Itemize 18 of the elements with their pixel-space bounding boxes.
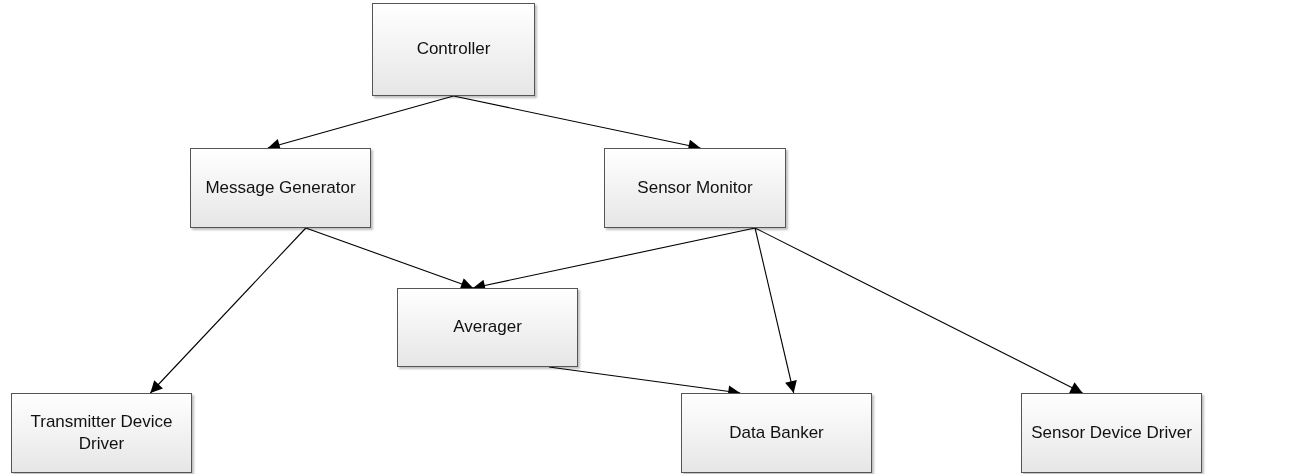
process-box: [372, 3, 535, 96]
node-label: Transmitter Device Driver: [29, 410, 174, 455]
arrow: [754, 227, 797, 394]
process-box: [1021, 393, 1202, 473]
node-label: Sensor Device Driver: [1030, 421, 1193, 444]
arrow: [149, 227, 307, 394]
arrow: [305, 227, 474, 290]
process-box: [11, 393, 192, 473]
node-label: Averager: [452, 316, 523, 339]
process-box: [190, 148, 371, 228]
process-box: [397, 288, 578, 367]
process-box: [604, 148, 786, 228]
arrow: [754, 227, 1084, 394]
node-label: Controller: [415, 38, 492, 61]
node-label: Data Banker: [728, 421, 825, 444]
node-label: Message Generator: [204, 176, 357, 199]
node-label: Sensor Monitor: [636, 176, 754, 199]
process-box: [681, 393, 872, 473]
